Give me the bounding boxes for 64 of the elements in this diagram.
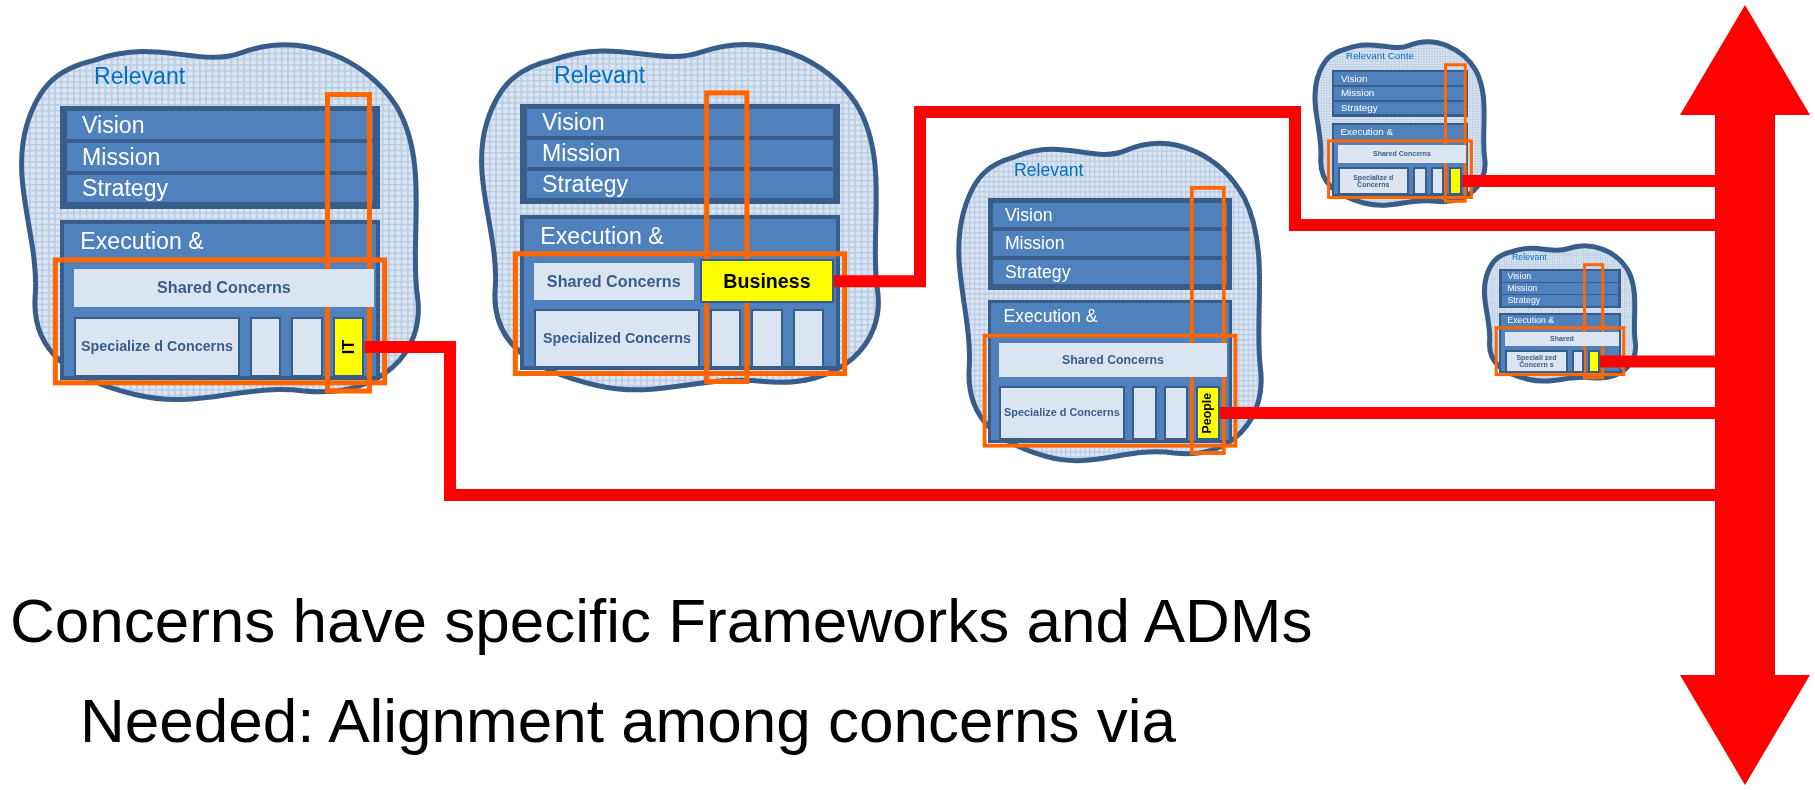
cloud-title: Relevant — [1512, 253, 1547, 263]
statement-panel — [520, 104, 840, 204]
column-bar — [1164, 385, 1189, 441]
panel-title: Execution & — [80, 228, 204, 253]
statement-panel — [60, 106, 380, 209]
highlight-tag: IT — [332, 316, 365, 378]
cloud-title: Relevant Conte — [1346, 50, 1415, 62]
connector-line — [364, 340, 1715, 501]
shared-concerns-bar: Shared Concerns — [998, 342, 1228, 378]
statement-bar: Mission — [66, 142, 374, 171]
statement-bar: Strategy — [1501, 295, 1619, 306]
column-bar — [792, 309, 825, 369]
heading-text: Needed: Alignment among concerns via — [80, 685, 1176, 756]
statement-bar: Strategy — [1334, 101, 1466, 115]
connector-line — [1462, 175, 1715, 188]
cloud-shape — [1480, 240, 1640, 385]
connector-line — [1220, 406, 1715, 419]
statement-bar: Vision — [1334, 72, 1466, 86]
statement-bar: Mission — [526, 139, 834, 167]
panel-title: Execution & — [1003, 307, 1098, 326]
shared-concerns-bar: Shared Concerns — [533, 262, 694, 300]
highlight-tag: Business — [699, 259, 834, 303]
panel-title: Execution & — [1340, 126, 1394, 138]
highlight-tag — [1587, 349, 1600, 373]
highlight-tag — [1448, 167, 1463, 196]
connector-line — [834, 106, 1715, 288]
statement-panel — [1331, 70, 1469, 118]
statement-bar: Strategy — [526, 170, 834, 198]
cloud-title: Relevant — [554, 63, 646, 88]
statement-bar: Vision — [66, 111, 374, 139]
statement-bar: Strategy — [993, 259, 1227, 285]
execution-panel — [1331, 122, 1469, 196]
specialized-concerns-box: Specialize d Concerns — [998, 385, 1126, 441]
column-bar — [751, 309, 783, 369]
statement-bar: Mission — [1334, 87, 1466, 100]
cloud-title: Relevant — [1014, 160, 1084, 180]
statement-bar: Vision — [1501, 270, 1619, 282]
statement-bar: Strategy — [66, 174, 374, 203]
panel-title: Execution & — [540, 223, 664, 248]
column-bar — [1430, 167, 1445, 196]
cloud-title: Relevant — [94, 64, 186, 89]
column-bar — [291, 316, 323, 378]
specialized-concerns-box: Specialize d Concerns — [73, 316, 240, 378]
statement-bar: Vision — [526, 109, 834, 136]
execution-panel — [60, 220, 380, 380]
column-bar — [1132, 385, 1157, 441]
statement-panel — [988, 198, 1232, 290]
column-bar — [709, 309, 742, 369]
double-arrow — [1680, 5, 1810, 785]
statement-bar: Mission — [1501, 283, 1619, 294]
statement-bar: Vision — [993, 202, 1227, 228]
execution-panel — [988, 300, 1232, 443]
panel-title: Execution & — [1507, 316, 1555, 326]
statement-panel — [1499, 269, 1621, 309]
statement-bar: Mission — [993, 231, 1227, 256]
column-bar — [1412, 167, 1427, 196]
column-bar — [249, 316, 282, 378]
connector-line — [1599, 355, 1715, 368]
execution-panel — [520, 215, 840, 371]
shared-concerns-bar: Shared Concerns — [73, 268, 374, 307]
highlight-tag: People — [1195, 385, 1220, 441]
specialized-concerns-box: Specialized Concerns — [533, 309, 700, 369]
column-bar — [1571, 349, 1584, 373]
heading-text: Concerns have specific Frameworks and ADMs — [10, 585, 1313, 656]
